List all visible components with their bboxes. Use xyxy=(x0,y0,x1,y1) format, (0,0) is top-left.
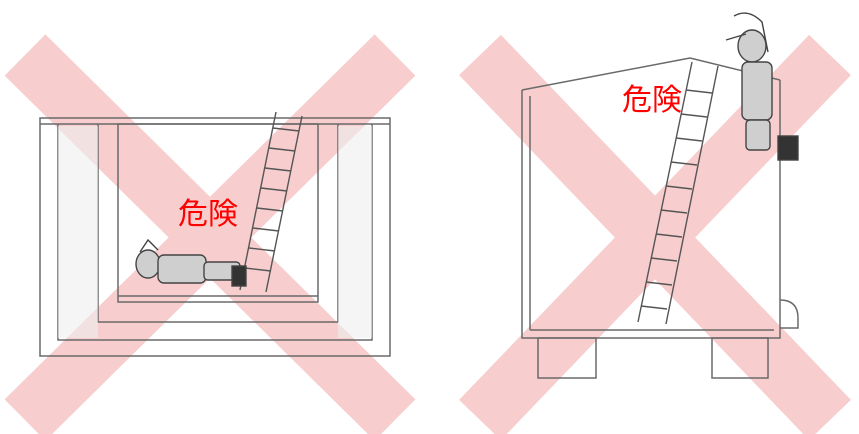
pit-wall-shading xyxy=(58,126,372,338)
danger-label: 危険 xyxy=(622,83,682,118)
tank-outline xyxy=(521,57,799,379)
pit-ladder-illustration xyxy=(4,34,416,434)
ladder xyxy=(239,111,303,293)
warning-panel-pit: 危険 xyxy=(4,34,416,434)
prohibited-cross-icon xyxy=(4,34,416,434)
warning-panel-tank: 危険 xyxy=(430,0,859,434)
tank-ladder-illustration xyxy=(459,12,851,434)
danger-label: 危険 xyxy=(178,197,238,232)
ladder xyxy=(637,61,719,325)
fallen-person xyxy=(135,238,247,287)
person-on-ladder xyxy=(725,12,799,161)
